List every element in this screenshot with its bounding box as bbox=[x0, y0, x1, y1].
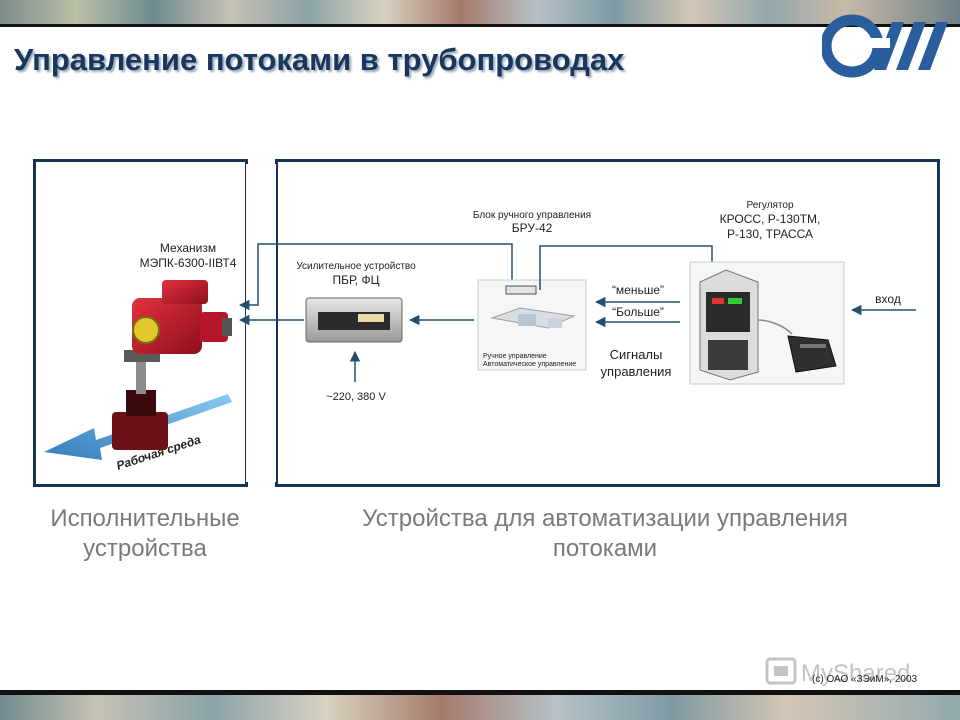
amplifier-device bbox=[305, 297, 403, 343]
caption-automation: Устройства для автоматизации управления … bbox=[300, 504, 910, 564]
valve-actuator-illustration bbox=[112, 280, 232, 450]
caption-automation-line2: потоками bbox=[552, 535, 658, 562]
auto-mode-label: Автоматическое управление bbox=[483, 361, 576, 368]
top-divider bbox=[0, 24, 960, 27]
watermark-logo: MyShared bbox=[765, 657, 910, 687]
bottom-decor-strip bbox=[0, 695, 960, 720]
signal-more-label: “Больше” bbox=[612, 305, 664, 319]
control-line-top bbox=[238, 243, 513, 311]
regulator-device bbox=[689, 261, 845, 385]
manual-unit-label: Блок ручного управления bbox=[473, 210, 591, 221]
signals-label-2: управления bbox=[601, 364, 672, 379]
caption-actuators: Исполнительные устройства bbox=[30, 504, 260, 564]
regulator-label: Регулятор bbox=[746, 200, 793, 211]
automation-frame bbox=[275, 159, 940, 487]
company-logo bbox=[822, 14, 948, 78]
caption-automation-line1: Устройства для автоматизации управления bbox=[362, 505, 848, 532]
frame-gap bbox=[246, 164, 276, 482]
watermark-text: MyShared bbox=[801, 660, 910, 687]
manual-unit-device bbox=[477, 279, 587, 371]
regulator-models: КРОСС, Р-130ТМ, bbox=[720, 212, 821, 226]
amplifier-model: ПБР, ФЦ bbox=[333, 273, 380, 287]
top-decor-strip bbox=[0, 0, 960, 24]
caption-actuators-line2: устройства bbox=[83, 535, 207, 562]
input-label: вход bbox=[875, 292, 901, 306]
amplifier-label: Усилительное устройство bbox=[296, 261, 416, 272]
manual-unit-model: БРУ-42 bbox=[512, 221, 553, 235]
control-line-regulator bbox=[539, 245, 713, 290]
caption-actuators-line1: Исполнительные bbox=[50, 505, 240, 532]
mechanism-label: Механизм bbox=[160, 241, 216, 255]
power-label: ~220, 380 V bbox=[326, 391, 386, 403]
regulator-models-2: Р-130, ТРАССА bbox=[727, 227, 813, 241]
copyright: (с) ОАО «ЗЭиМ», 2003 bbox=[812, 674, 918, 685]
mechanism-model: МЭПК-6300-IIВТ4 bbox=[140, 256, 237, 270]
signal-less-label: “меньше” bbox=[612, 283, 664, 297]
bottom-divider bbox=[0, 690, 960, 695]
page-title: Управление потоками в трубопроводах bbox=[14, 42, 625, 77]
signals-label: Сигналы bbox=[610, 347, 663, 362]
manual-mode-label: Ручное управление bbox=[483, 353, 547, 360]
